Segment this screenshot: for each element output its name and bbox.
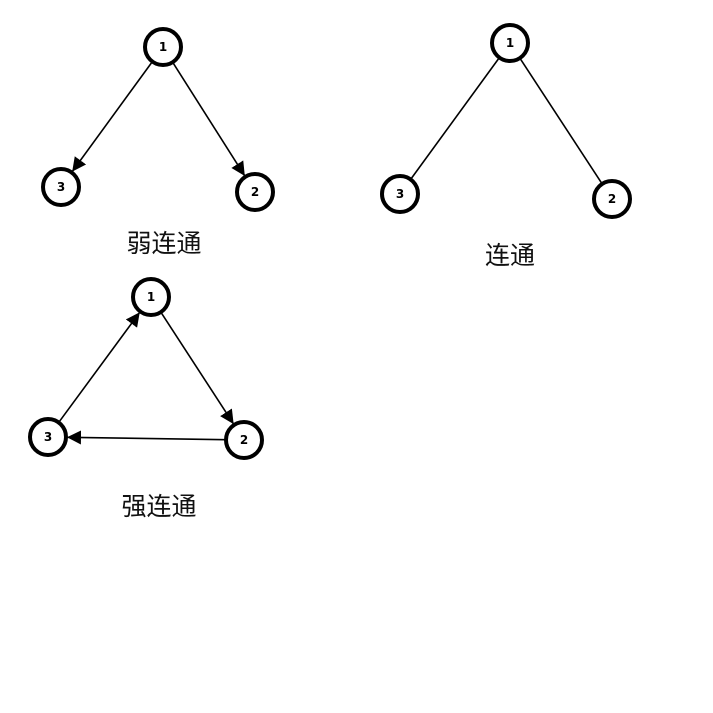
node-circle bbox=[490, 23, 530, 63]
node-strong-1: 1 bbox=[131, 277, 171, 317]
node-label: 3 bbox=[57, 180, 65, 194]
edge-weak-1-to-2 bbox=[172, 62, 246, 177]
node-label: 3 bbox=[44, 430, 52, 444]
node-weak-3: 3 bbox=[41, 167, 81, 207]
caption-weakly-connected: 弱连通 bbox=[126, 229, 201, 258]
edge-strong-3-to-1 bbox=[58, 311, 141, 423]
edge-weak-1-to-3 bbox=[71, 61, 153, 173]
node-circle bbox=[224, 420, 264, 460]
node-label: 2 bbox=[608, 192, 616, 206]
edge-connected-1-to-2 bbox=[519, 58, 603, 184]
node-connected-3: 3 bbox=[380, 174, 420, 214]
node-label: 1 bbox=[159, 40, 167, 54]
caption-connected: 连通 bbox=[485, 241, 535, 270]
node-circle bbox=[143, 27, 183, 67]
node-strong-3: 3 bbox=[28, 417, 68, 457]
node-label: 2 bbox=[251, 185, 259, 199]
node-label: 1 bbox=[147, 290, 155, 304]
node-circle bbox=[131, 277, 171, 317]
edge-strong-1-to-2 bbox=[160, 312, 235, 425]
node-label: 1 bbox=[506, 36, 514, 50]
graph-weakly-connected: 1 2 3 弱连通 bbox=[41, 27, 275, 258]
node-circle bbox=[380, 174, 420, 214]
caption-strongly-connected: 强连通 bbox=[121, 492, 196, 521]
edge-connected-1-to-3 bbox=[410, 57, 500, 180]
node-label: 2 bbox=[240, 433, 248, 447]
graph-connected: 1 2 3 连通 bbox=[380, 23, 632, 270]
node-label: 3 bbox=[396, 187, 404, 201]
node-circle bbox=[28, 417, 68, 457]
graph-strongly-connected: 1 2 3 强连通 bbox=[28, 277, 264, 521]
edge-strong-2-to-3 bbox=[66, 430, 226, 445]
node-circle bbox=[592, 179, 632, 219]
node-weak-1: 1 bbox=[143, 27, 183, 67]
node-circle bbox=[235, 172, 275, 212]
node-strong-2: 2 bbox=[224, 420, 264, 460]
node-circle bbox=[41, 167, 81, 207]
node-connected-2: 2 bbox=[592, 179, 632, 219]
node-weak-2: 2 bbox=[235, 172, 275, 212]
node-connected-1: 1 bbox=[490, 23, 530, 63]
